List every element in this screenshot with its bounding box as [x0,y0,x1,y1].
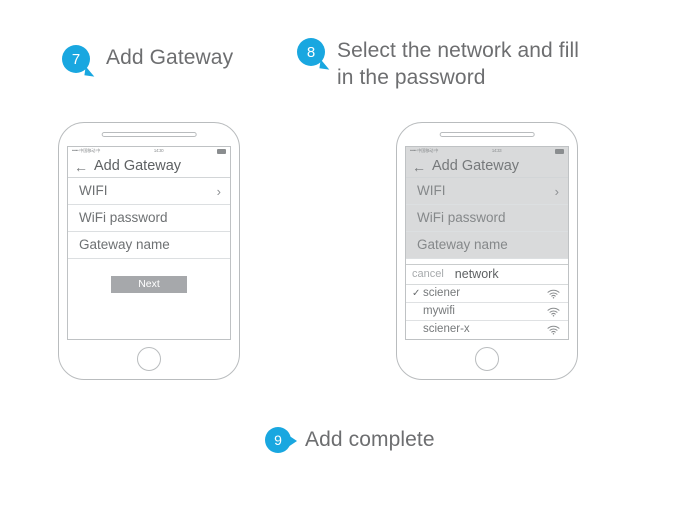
phone-speaker-icon [101,132,197,137]
form-row-gateway-name[interactable]: Gateway name [68,232,230,259]
status-time: 14:30 [153,148,164,154]
step-9-number: 9 [274,432,282,448]
wifi-icon [547,325,560,335]
row-label: WIFI [417,183,446,199]
list-item-network[interactable]: sciener-x [406,321,568,339]
list-item-network[interactable]: ✓ sciener [406,285,568,303]
status-carrier: ••••• 中国移动 中 [72,148,101,154]
network-name: mywifi [423,304,455,317]
step-9-badge: 9 [265,427,297,453]
phone-mockup-select-network: ••••• 中国移动 中 14:33 ← Add Gateway WIFI › … [396,122,578,380]
status-battery [555,149,564,154]
phone-mockup-add-gateway: ••••• 中国移动 中 14:30 ← Add Gateway WIFI › … [58,122,240,380]
badge-tail-icon [84,66,96,77]
status-bar: ••••• 中国移动 中 14:33 [406,147,568,156]
status-bar: ••••• 中国移动 中 14:30 [68,147,230,156]
badge-tail-icon [319,59,331,70]
status-carrier: ••••• 中国移动 中 [410,148,439,154]
step-7-number: 7 [71,50,81,68]
app-navbar: ← Add Gateway [68,156,230,178]
next-button-container: Next [68,276,230,293]
sheet-title: network [454,267,499,282]
form-row-wifi-password[interactable]: WiFi password [68,205,230,232]
wifi-icon [547,289,560,299]
step-7-title: Add Gateway [106,46,234,69]
badge-tail-icon [288,435,297,447]
row-label: WiFi password [417,210,506,226]
step-7-badge: 7 [62,45,96,77]
row-label: Gateway name [79,237,170,253]
battery-icon [217,149,226,154]
back-arrow-icon[interactable]: ← [412,158,426,175]
chevron-right-icon: › [554,183,559,199]
step-8-heading: 8 Select the network and fill in the pas… [297,38,579,92]
status-battery [217,149,226,154]
form-row-wifi[interactable]: WIFI › [68,178,230,205]
check-icon: ✓ [412,287,421,299]
page-title: Add Gateway [94,158,182,175]
status-time: 14:33 [491,148,502,154]
step-8-badge: 8 [297,38,331,70]
row-label: WiFi password [79,210,168,226]
form-row-gateway-name[interactable]: Gateway name [406,232,568,259]
battery-icon [555,149,564,154]
network-picker-sheet: cancel network ✓ sciener [406,264,568,339]
back-arrow-icon[interactable]: ← [74,158,88,175]
app-navbar: ← Add Gateway [406,156,568,178]
step-9-heading: 9 Add complete [265,427,435,454]
step-8-title: Select the network and fill in the passw… [337,39,579,89]
step-9-title: Add complete [305,428,435,451]
row-label: WIFI [79,183,108,199]
row-label: Gateway name [417,237,508,253]
step-8-number: 8 [306,43,316,61]
page-title: Add Gateway [432,158,520,175]
phone-screen: ••••• 中国移动 中 14:30 ← Add Gateway WIFI › … [67,146,231,340]
list-item-network[interactable]: mywifi [406,303,568,321]
network-name: sciener-x [423,323,470,336]
form-row-wifi-password[interactable]: WiFi password [406,205,568,232]
chevron-right-icon: › [216,183,221,199]
form-row-wifi[interactable]: WIFI › [406,178,568,205]
step-7-heading: 7 Add Gateway [62,45,234,77]
network-name: sciener [423,286,461,299]
cancel-button[interactable]: cancel [412,268,444,280]
wifi-icon [547,307,560,317]
sheet-header: cancel network [406,265,568,285]
next-button[interactable]: Next [111,276,187,293]
phone-home-button[interactable] [137,347,161,371]
phone-screen: ••••• 中国移动 中 14:33 ← Add Gateway WIFI › … [405,146,569,340]
phone-home-button[interactable] [475,347,499,371]
phone-speaker-icon [439,132,535,137]
